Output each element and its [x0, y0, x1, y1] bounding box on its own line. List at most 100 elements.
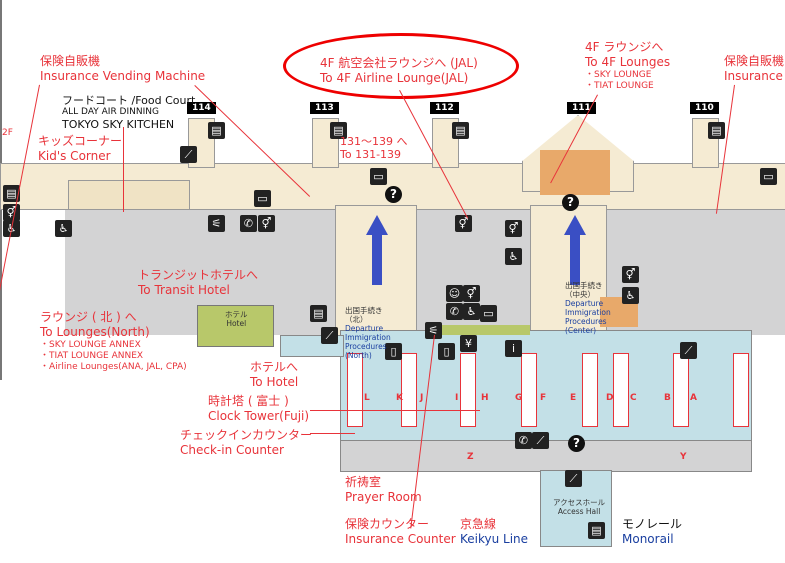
information-icon: ?: [385, 186, 402, 203]
counter-letter: K: [396, 393, 403, 403]
highlight-ellipse: [283, 33, 519, 99]
checkin-desk: [460, 353, 476, 427]
label-ja: 時計塔 ( 富士 ): [208, 394, 289, 408]
label-ja: 131〜139 へ: [340, 135, 408, 148]
label-en: Procedures: [565, 317, 607, 326]
tv-icon: ▭: [480, 305, 497, 322]
counter-letter: D: [606, 393, 614, 403]
label-en: Insurance Vending Machine: [40, 69, 206, 83]
elevator-icon: ▤: [452, 122, 469, 139]
label-ja: 京急線: [460, 517, 497, 531]
checkin-desk: [521, 353, 537, 427]
floor-marker: 2F: [2, 128, 13, 138]
shop-strip: [440, 325, 530, 335]
information-icon: ?: [562, 194, 579, 211]
monitor-icon: ▭: [254, 190, 271, 207]
lounge-item: ・SKY LOUNGE: [585, 70, 652, 80]
elevator-icon: ▤: [588, 522, 605, 539]
phone-icon: ✆: [240, 215, 257, 232]
label-line: ALL DAY AIR DINNING: [62, 107, 159, 117]
checkin-desk: [613, 353, 629, 427]
wheelchair-icon: ♿: [622, 287, 639, 304]
escalator-icon: ⟋: [321, 327, 338, 344]
label-ja: ラウンジ ( 北 ) へ: [40, 310, 137, 324]
phone-icon: ✆: [446, 303, 463, 320]
label-line: フードコート /Food Court: [62, 94, 196, 107]
label-en: (North): [345, 351, 372, 360]
escalator-icon: ⟋: [680, 342, 697, 359]
restroom-icon: ⚥: [3, 204, 20, 221]
checkin-desk: [733, 353, 749, 427]
label-ja: ホテル: [225, 310, 248, 319]
information-icon: ?: [568, 435, 585, 452]
checkin-desk: [673, 353, 689, 427]
elevator-icon: ▤: [330, 122, 347, 139]
restroom-icon: ⚥: [258, 215, 275, 232]
elevator-icon: ▤: [3, 185, 20, 202]
counter-letter: E: [570, 393, 577, 403]
label-ja: 4F ラウンジへ: [585, 40, 664, 54]
counter-letter: A: [690, 393, 697, 403]
wheelchair-icon: ♿: [505, 248, 522, 265]
label-en: To Lounges(North): [40, 325, 150, 339]
up-arrow-icon: [564, 215, 586, 285]
counter-letter: J: [420, 393, 424, 403]
label-ja: 祈祷室: [345, 475, 382, 489]
wheelchair-icon: ♿: [463, 303, 480, 320]
checkin-desk: [582, 353, 598, 427]
gate-badge: 110: [690, 102, 719, 114]
label-en: Departure: [345, 324, 384, 333]
label-en: Insurance V: [724, 69, 785, 83]
label-en: To Hotel: [250, 375, 299, 389]
label-ja: 保険自販機: [724, 54, 785, 68]
restroom-icon: ⚥: [455, 215, 472, 232]
elevator-icon: ▤: [208, 122, 225, 139]
restroom-icon: ⚥: [463, 285, 480, 302]
label-ja: 出国手続き: [565, 281, 603, 290]
escalator-icon: ⟋: [565, 470, 582, 487]
counter-letter: G: [515, 393, 523, 403]
label-en: Check-in Counter: [180, 443, 284, 457]
atm-icon: ▯: [438, 343, 455, 360]
phone-icon: ✆: [515, 432, 532, 449]
label-ja: キッズコーナー: [38, 134, 123, 148]
lounge-area: [540, 150, 610, 195]
up-arrow-icon: [366, 215, 388, 285]
label-ja: 出国手続き: [345, 306, 383, 315]
gray-area: [65, 205, 785, 335]
label-en: Procedures: [345, 342, 387, 351]
counter-letter: B: [664, 393, 671, 403]
monitor-icon: ▭: [370, 168, 387, 185]
smoking-icon: ⚟: [425, 322, 442, 339]
currency-exchange-icon: ¥: [460, 335, 477, 352]
label-ja: 保険カウンター: [345, 517, 430, 531]
elevator-icon: ▤: [708, 122, 725, 139]
baby-care-icon: ☺: [446, 285, 463, 302]
label-ja: チェックインカウンター: [180, 428, 313, 442]
label-en: Immigration: [565, 308, 611, 317]
label-ja: アクセスホール: [553, 498, 606, 507]
atm-icon: ▯: [385, 343, 402, 360]
wheelchair-icon: ♿: [55, 220, 72, 237]
information-icon: i: [505, 340, 522, 357]
label-sub: （北）: [345, 315, 368, 324]
clock-tower-label: 時計塔 ( 富士 )Clock Tower(Fuji): [208, 394, 309, 424]
label-en: Clock Tower(Fuji): [208, 409, 310, 423]
airline-lounge-jal-label: 4F 航空会社ラウンジへ (JAL)To 4F Airline Lounge(J…: [320, 56, 478, 86]
checkin-desk: [401, 353, 417, 427]
gate-badge: 114: [187, 102, 216, 114]
